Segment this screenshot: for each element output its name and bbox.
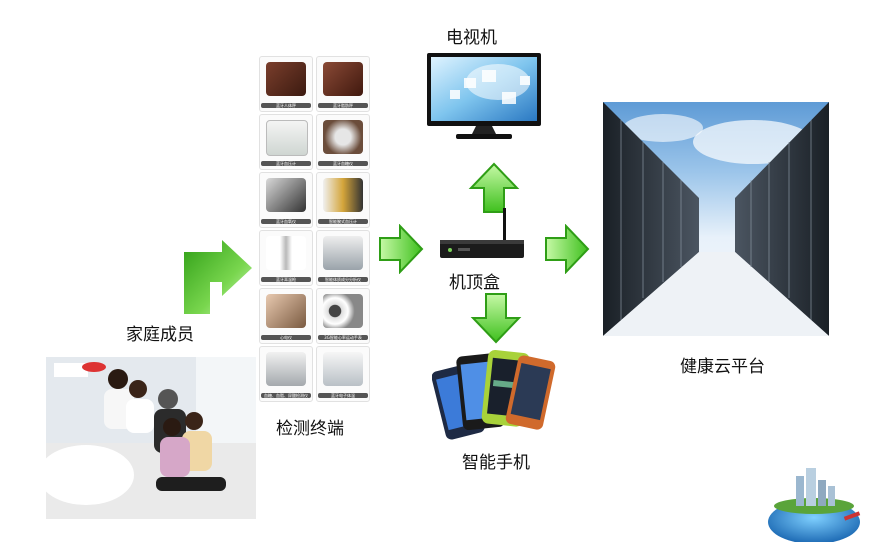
glucose-meter-icon bbox=[323, 120, 363, 154]
terminal-tile: 血糖、血脂、尿酸检测仪 bbox=[259, 346, 313, 402]
set-top-box-icon bbox=[440, 208, 524, 258]
thermometer-icon bbox=[323, 352, 363, 386]
arrow-right-icon bbox=[545, 224, 590, 274]
terminal-caption: 蓝牙耳温枪 bbox=[261, 277, 311, 282]
terminal-tile: 蓝牙电子体温 bbox=[316, 346, 370, 402]
heart-rate-watch-icon bbox=[323, 294, 363, 328]
terminal-tile: 蓝牙血糖仪 bbox=[316, 114, 370, 170]
terminal-caption: 心电仪 bbox=[261, 335, 311, 340]
terminal-tile: 蓝牙耳温枪 bbox=[259, 230, 313, 286]
terminal-caption: 3G智能心率运动手表 bbox=[318, 335, 368, 340]
oximeter-icon bbox=[266, 178, 306, 212]
terminal-tile: 蓝牙血压计 bbox=[259, 114, 313, 170]
smartphone-label: 智能手机 bbox=[462, 453, 530, 473]
ear-thermometer-icon bbox=[266, 236, 306, 270]
terminal-tile: 3G智能心率运动手表 bbox=[316, 288, 370, 344]
lipid-meter-icon bbox=[266, 352, 306, 386]
terminal-caption: 血糖、血脂、尿酸检测仪 bbox=[261, 393, 311, 398]
tv-label: 电视机 bbox=[446, 28, 497, 48]
terminal-caption: 蓝牙电子体温 bbox=[318, 393, 368, 398]
smartphones-icon bbox=[432, 350, 556, 440]
terminal-tile: 智能体质成分分析仪 bbox=[316, 230, 370, 286]
terminal-caption: 蓝牙血氧仪 bbox=[261, 219, 311, 224]
tv-icon bbox=[427, 53, 541, 139]
ecg-device-icon bbox=[266, 294, 306, 328]
cloud-platform-label: 健康云平台 bbox=[680, 357, 765, 377]
arrow-right-icon bbox=[379, 224, 424, 274]
arrow-down-icon bbox=[470, 293, 522, 344]
curved-arrow-icon bbox=[184, 240, 252, 314]
family-photo bbox=[46, 357, 256, 519]
terminal-tile: 智能腕式血压计 bbox=[316, 172, 370, 228]
blood-pressure-monitor-icon bbox=[266, 120, 308, 156]
terminal-caption: 蓝牙血糖仪 bbox=[318, 161, 368, 166]
data-center-image bbox=[603, 102, 829, 336]
terminal-tile: 蓝牙人体秤 bbox=[259, 56, 313, 112]
terminal-caption: 智能体质成分分析仪 bbox=[318, 277, 368, 282]
fat-scale-icon bbox=[323, 62, 363, 96]
settop-box-label: 机顶盒 bbox=[449, 273, 500, 293]
body-scale-icon bbox=[266, 62, 306, 96]
terminal-caption: 蓝牙人体秤 bbox=[261, 103, 311, 108]
terminals-grid: 蓝牙人体秤 蓝牙脂肪秤 蓝牙血压计 蓝牙血糖仪 蓝牙血氧仪 智能腕式血压计 蓝牙… bbox=[257, 54, 370, 410]
terminal-tile: 蓝牙脂肪秤 bbox=[316, 56, 370, 112]
body-composition-analyzer-icon bbox=[323, 236, 363, 270]
arrow-up-icon bbox=[468, 162, 520, 213]
terminal-tile: 心电仪 bbox=[259, 288, 313, 344]
family-label: 家庭成员 bbox=[126, 325, 194, 345]
terminal-caption: 蓝牙血压计 bbox=[261, 161, 311, 166]
terminals-label: 检测终端 bbox=[276, 419, 344, 439]
terminal-tile: 蓝牙血氧仪 bbox=[259, 172, 313, 228]
wrist-bp-icon bbox=[323, 178, 363, 212]
terminal-caption: 蓝牙脂肪秤 bbox=[318, 103, 368, 108]
terminal-caption: 智能腕式血压计 bbox=[318, 219, 368, 224]
city-globe-icon bbox=[768, 468, 861, 542]
